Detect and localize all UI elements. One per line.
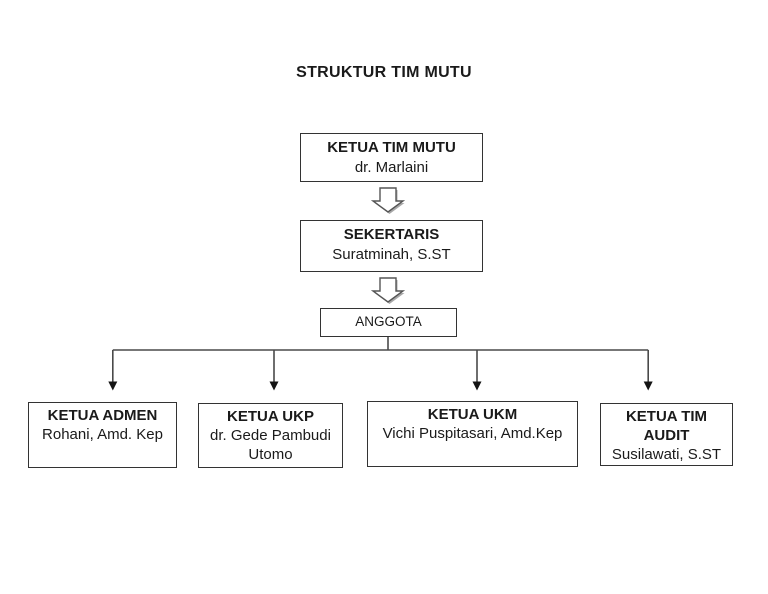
node-name: Susilawati, S.ST <box>611 446 722 463</box>
node-name: Vichi Puspitasari, Amd.Kep <box>382 425 563 442</box>
page-title: STRUKTUR TIM MUTU <box>296 64 472 81</box>
block-down-arrow-icon <box>370 187 406 214</box>
branch-connector-lines <box>108 336 653 391</box>
arrowhead-icon <box>108 381 118 391</box>
node-ketua-tim-audit: KETUA TIM AUDIT Susilawati, S.ST <box>600 403 733 466</box>
node-ketua-ukp: KETUA UKP dr. Gede Pambudi Utomo <box>198 403 343 468</box>
node-ketua-admen: KETUA ADMEN Rohani, Amd. Kep <box>28 402 177 468</box>
node-role: KETUA UKP <box>227 408 314 425</box>
node-name: dr. Marlaini <box>354 159 429 176</box>
node-role: KETUA TIM AUDIT <box>625 408 708 444</box>
node-name: Suratminah, S.ST <box>332 246 451 263</box>
node-ketua-ukm: KETUA UKM Vichi Puspitasari, Amd.Kep <box>367 401 578 467</box>
node-role: SEKERTARIS <box>343 226 440 243</box>
arrowhead-icon <box>472 381 482 391</box>
node-name: dr. Gede Pambudi Utomo <box>210 427 331 463</box>
node-anggota: ANGGOTA <box>320 308 457 337</box>
node-ketua-tim-mutu: KETUA TIM MUTU dr. Marlaini <box>300 133 483 182</box>
arrowhead-icon <box>269 381 279 391</box>
node-sekertaris: SEKERTARIS Suratminah, S.ST <box>300 220 483 272</box>
node-role: KETUA UKM <box>427 406 518 423</box>
block-down-arrow-icon <box>370 277 406 304</box>
arrowhead-icon <box>643 381 653 391</box>
node-name: Rohani, Amd. Kep <box>42 426 163 443</box>
node-role: KETUA ADMEN <box>47 407 158 424</box>
node-role: KETUA TIM MUTU <box>327 139 456 156</box>
